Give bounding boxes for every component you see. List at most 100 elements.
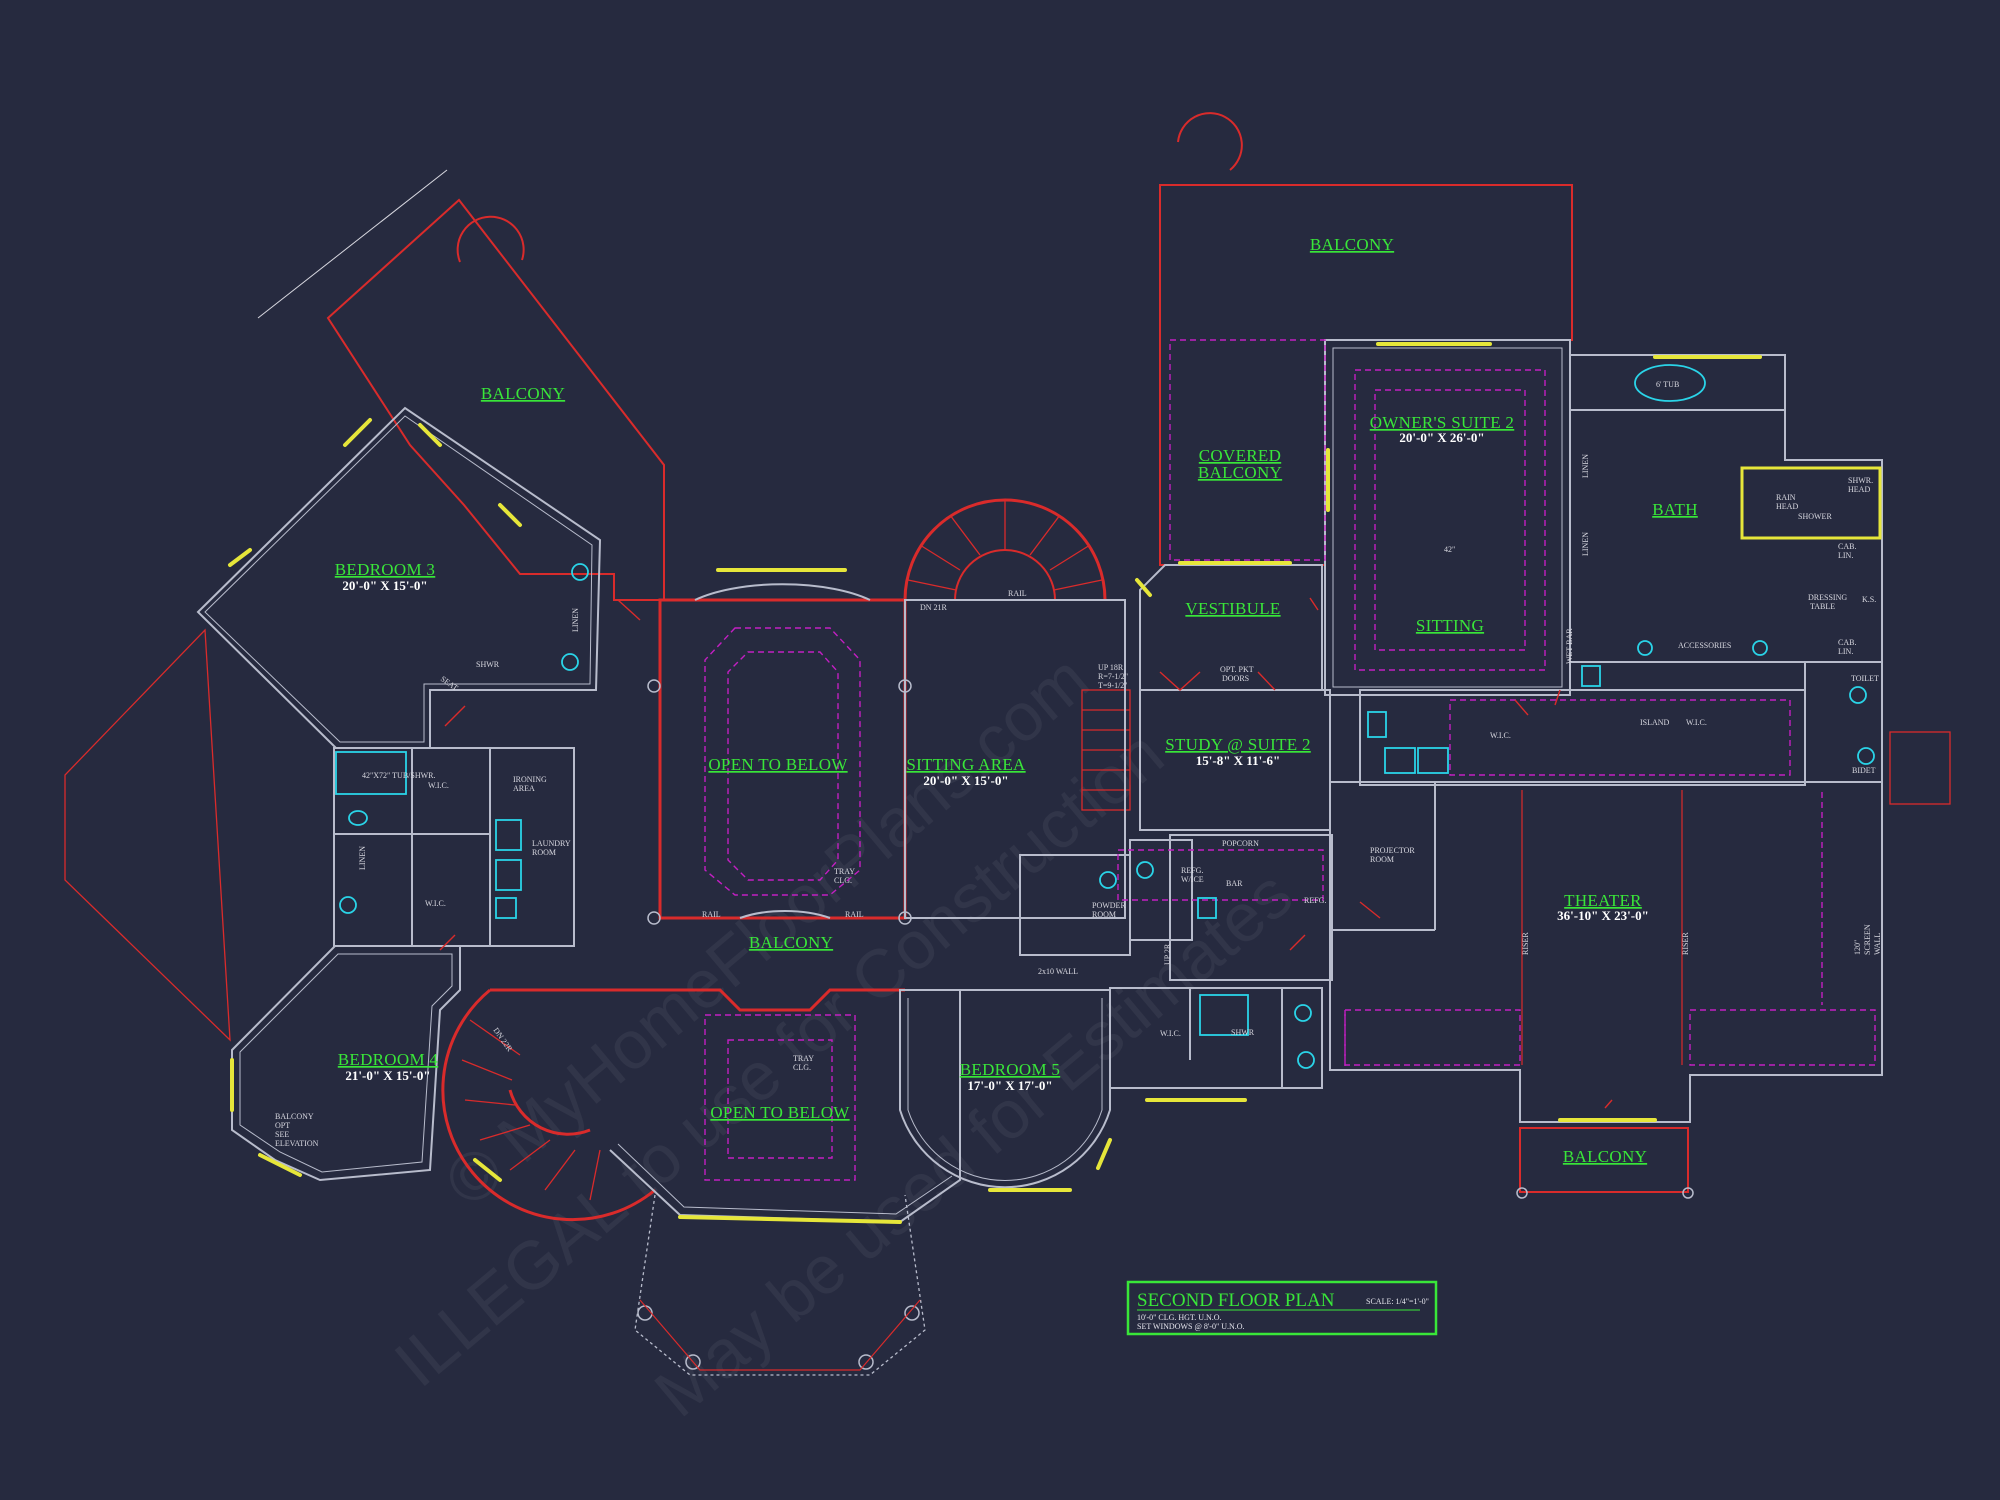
note-island: ISLAND (1640, 718, 1670, 727)
tray-open-below-2 (704, 1014, 856, 1181)
open-below-1-label: OPEN TO BELOW (708, 755, 848, 774)
stair-treads (461, 500, 1130, 1201)
note-ironing-1: IRONING (513, 775, 547, 784)
owners-suite-dims: 20'-0" X 26'-0" (1399, 430, 1484, 445)
note-up-18r-2: R=7-1/2" (1098, 672, 1128, 681)
sitting-area-label: SITTING AREA (906, 755, 1026, 774)
balcony-ne-label: BALCONY (1310, 235, 1394, 254)
note-dn-22r: DN 22R (491, 1026, 514, 1054)
note-balcony-opt-2: OPT (275, 1121, 290, 1130)
note-tray-4: CLG. (793, 1063, 811, 1072)
bedroom5-walls (899, 989, 1111, 1189)
note-bidet: BIDET (1852, 766, 1876, 775)
note-toilet: TOILET (1851, 674, 1879, 683)
note-accessories: ACCESSORIES (1678, 641, 1731, 650)
theater-dash-left (1344, 1009, 1521, 1066)
fixtures (335, 364, 1875, 1069)
note-wic-4: W.I.C. (1490, 731, 1511, 740)
theater-dims: 36'-10" X 23'-0" (1557, 908, 1649, 923)
wic-dash (1449, 699, 1791, 776)
open-below-1-bay-n (694, 583, 871, 601)
north-stair-inner-arc (954, 549, 1056, 601)
vestibule-walls (1139, 564, 1323, 691)
note-ks: K.S. (1862, 595, 1876, 604)
note-balcony-opt-4: ELEVATION (275, 1139, 319, 1148)
note-linen-bed3: LINEN (571, 608, 580, 632)
title-block-scale: SCALE: 1/4"=1'-0" (1366, 1297, 1429, 1306)
note-up-2r: UP 2R (1163, 943, 1172, 965)
sitting-label: SITTING (1416, 616, 1484, 635)
magenta-dashed (704, 339, 1876, 1181)
covered-balcony-dash (1169, 339, 1326, 561)
wic-walls (1359, 689, 1806, 786)
study-walls (1139, 689, 1331, 831)
balcony-nw-label: BALCONY (481, 384, 565, 403)
vestibule-label: VESTIBULE (1185, 599, 1280, 618)
note-rail-1: RAIL (702, 910, 721, 919)
south-porch (634, 1194, 926, 1376)
bedroom3-walls-inner (204, 415, 593, 743)
note-riser-1: RISER (1521, 932, 1530, 955)
open-below-1-bay-s (739, 910, 831, 919)
east-bump-outline (1889, 731, 1951, 805)
note-tub-shwr: 42"X72" TUB/SHWR. (362, 771, 436, 780)
note-tub-6: 6' TUB (1656, 380, 1679, 389)
note-wet-bar: WET BAR (1565, 628, 1574, 664)
owners-suite-label: OWNER'S SUITE 2 (1370, 413, 1515, 432)
note-balcony-opt-3: SEE (275, 1130, 289, 1139)
bed5-bath-walls (1109, 987, 1323, 1089)
open-below-2-label: OPEN TO BELOW (710, 1103, 850, 1122)
bedroom5-label: BEDROOM 5 (960, 1060, 1060, 1079)
bedroom3-dims: 20'-0" X 15'-0" (342, 578, 427, 593)
note-projector-2: ROOM (1370, 855, 1394, 864)
note-shwr-head-2: HEAD (1848, 485, 1870, 494)
tub-shwr-fixture (335, 751, 407, 795)
owners-suite-walls (1324, 339, 1571, 696)
study-label: STUDY @ SUITE 2 (1165, 735, 1311, 754)
bar-walls (1169, 834, 1333, 981)
tub-6ft-fixture (1634, 364, 1706, 402)
small-notes: SHWR SEAT LINEN 42"X72" TUB/SHWR. LINEN … (275, 380, 1882, 1148)
note-refg-wice-2: W/ICE (1181, 875, 1204, 884)
balcony-nw-outline (326, 198, 665, 601)
note-tray-3: TRAY (793, 1054, 814, 1063)
note-screen-3: WALL (1873, 933, 1882, 955)
note-refg-wice-1: REFG. (1181, 866, 1203, 875)
note-projector-1: PROJECTOR (1370, 846, 1415, 855)
note-rail-2: RAIL (845, 910, 864, 919)
note-balcony-opt-1: BALCONY (275, 1112, 314, 1121)
bedroom5-dims: 17'-0" X 17'-0" (967, 1078, 1052, 1093)
tray-open-below-1 (704, 627, 861, 896)
note-laundry-1: LAUNDRY (532, 839, 571, 848)
south-stair-inner (508, 1089, 591, 1136)
nw-ref-line (257, 169, 448, 319)
note-opt-pkt-2: DOORS (1222, 674, 1249, 683)
note-cab-lin-3: CAB. (1838, 638, 1856, 647)
title-block-frame (1126, 1280, 1438, 1336)
west-ext-outline (64, 628, 231, 1042)
title-block: SECOND FLOOR PLAN SCALE: 1/4"=1'-0" 10'-… (1126, 1280, 1438, 1336)
balcony-mid-label: BALCONY (749, 933, 833, 952)
room-labels: BALCONY BEDROOM 3 20'-0" X 15'-0" OPEN T… (335, 235, 1698, 1166)
bedroom4-walls (231, 945, 461, 1182)
note-2x10-wall: 2x10 WALL (1038, 967, 1078, 976)
note-rail-3: RAIL (1008, 589, 1027, 598)
note-rain-1: RAIN (1776, 493, 1796, 502)
note-wic-2: W.I.C. (425, 899, 446, 908)
note-tv-42: 42" (1444, 545, 1455, 554)
note-rain-2: HEAD (1776, 502, 1798, 511)
note-linen-west: LINEN (358, 846, 367, 870)
note-tray-2: CLG. (834, 876, 852, 885)
note-up-18r-1: UP 18R (1098, 663, 1124, 672)
note-shwr-head-1: SHWR. (1848, 476, 1873, 485)
door-swings (439, 597, 1613, 1109)
title-block-title: SECOND FLOOR PLAN (1137, 1290, 1335, 1311)
theater-dash-right (1689, 1009, 1876, 1066)
powder2-walls (1129, 839, 1193, 941)
note-powder-2: ROOM (1092, 910, 1116, 919)
tray-open-below-2-inner (727, 1039, 833, 1159)
bed5-shower (1199, 994, 1249, 1036)
bar-counter-dash (1117, 849, 1324, 901)
note-bar: BAR (1226, 879, 1243, 888)
note-laundry-2: ROOM (532, 848, 556, 857)
